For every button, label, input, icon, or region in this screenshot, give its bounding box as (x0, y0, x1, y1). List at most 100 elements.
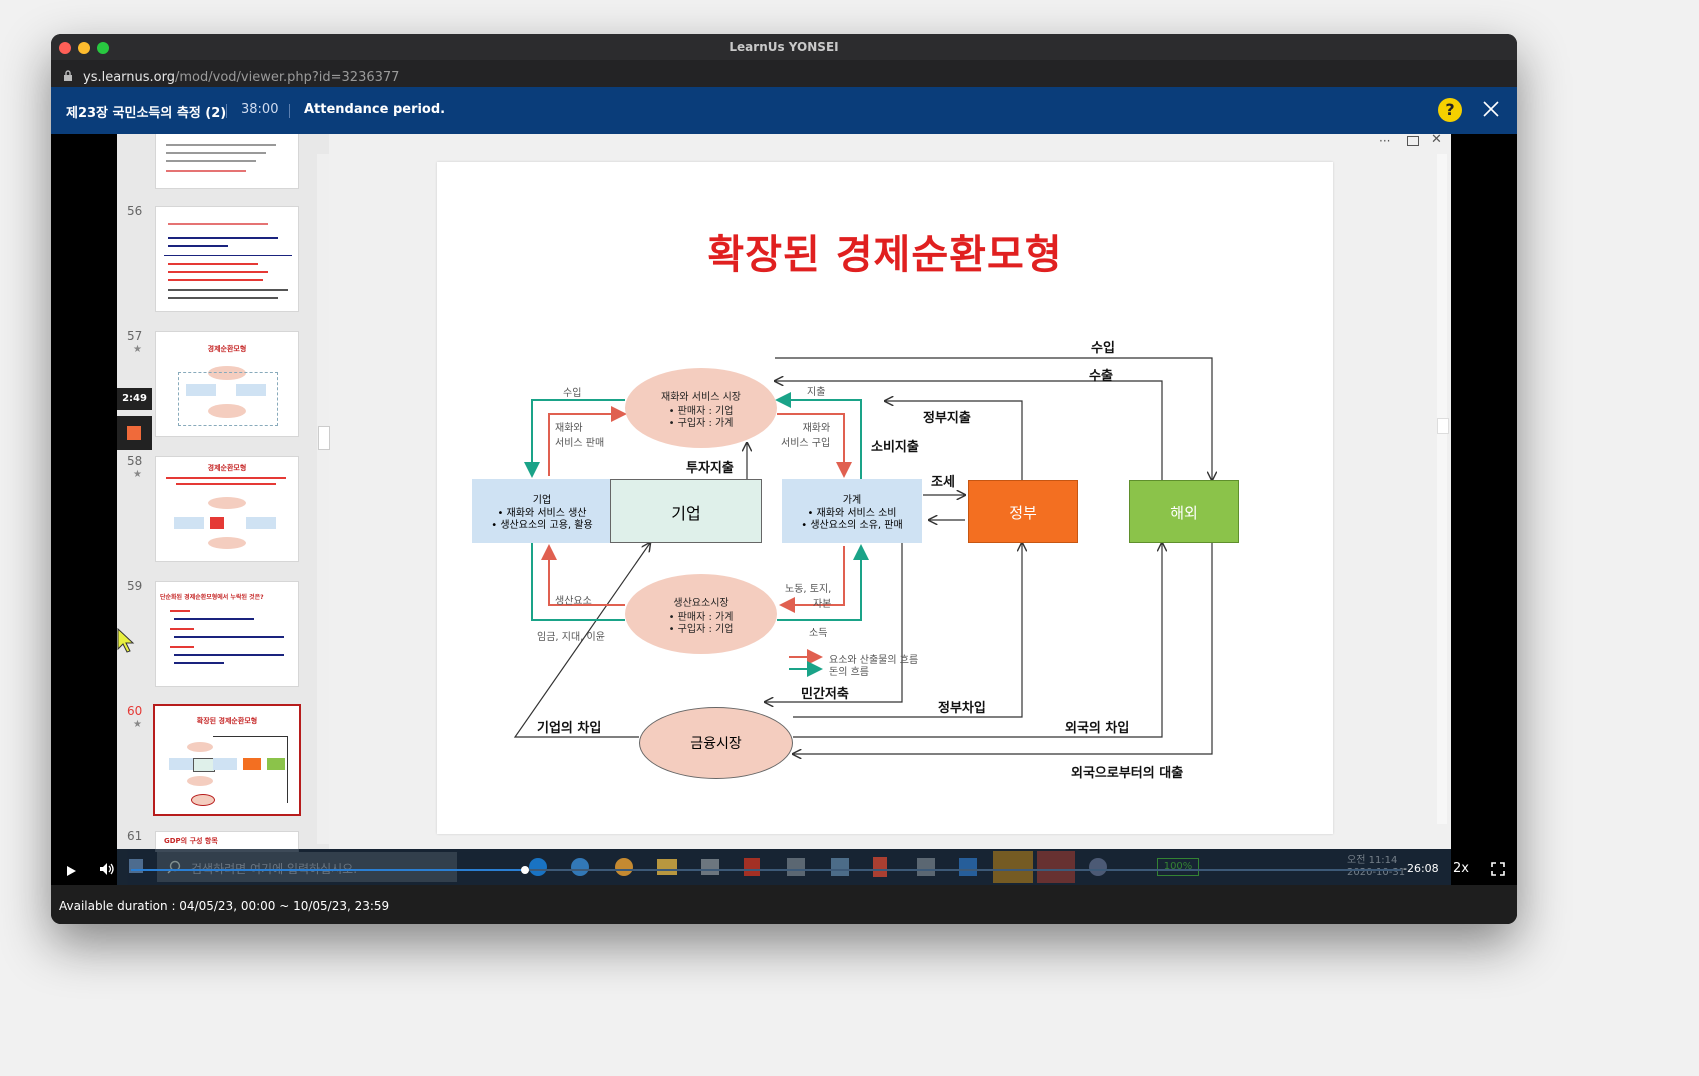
firms-box-line2: • 생산요소의 고용, 활용 (491, 520, 593, 531)
scrollbar-thumb[interactable] (318, 426, 330, 450)
thumbnail-scrollbar[interactable] (317, 154, 330, 844)
label-small-import: 수입 (563, 388, 582, 399)
url-bar[interactable]: ys.learnus.org/mod/vod/viewer.php?id=323… (51, 60, 1517, 88)
factor-market-seller: • 판매자 : 가계 (668, 612, 734, 623)
households-box: 가계 • 재화와 서비스 소비 • 생산요소의 소유, 판매 (782, 479, 922, 543)
factor-market-buyer: • 구입자 : 기업 (668, 624, 734, 635)
cursor-icon (117, 627, 137, 658)
star-icon: ★ (133, 719, 142, 730)
firms-box: 기업 • 재화와 서비스 생산 • 생산요소의 고용, 활용 (472, 479, 612, 543)
progress-track[interactable] (131, 869, 1401, 871)
label-gov-borrowing: 정부차입 (938, 701, 986, 716)
volume-icon[interactable] (99, 861, 115, 880)
label-goods-purchase: 재화와 서비스 구입 (781, 423, 831, 449)
lecture-title: 제23장 국민소득의 측정 (2) (66, 106, 227, 121)
label-firm-borrowing: 기업의 차입 (537, 721, 602, 736)
chrome-icon (615, 858, 633, 876)
slide-thumbnail-59[interactable]: 단순화된 경제순환모형에서 누락된 것은? (155, 581, 299, 687)
folder-icon (657, 859, 677, 875)
divider (226, 104, 227, 118)
slide-thumbnail-56[interactable] (155, 206, 299, 312)
availability-bar: Available duration : 04/05/23, 00:00 ~ 1… (51, 885, 1517, 924)
app-icon (1037, 851, 1075, 883)
thumbnail-number: 57 (127, 329, 143, 343)
help-button[interactable]: ? (1438, 98, 1462, 122)
more-icon[interactable]: ··· (1379, 134, 1391, 148)
close-icon[interactable]: ✕ (1431, 132, 1442, 147)
goods-market-seller: • 판매자 : 기업 (668, 406, 734, 417)
label-export: 수출 (1089, 369, 1113, 384)
label-goods-sales: 재화와 서비스 판매 (555, 423, 605, 449)
slide-scrollbar[interactable] (1437, 154, 1449, 824)
firms-box-title: 기업 (532, 495, 552, 506)
label-foreign-loans: 외국으로부터의 대출 (1071, 766, 1184, 781)
label-labor: 노동, 토지, 자본 (785, 584, 832, 610)
app-icon (787, 858, 805, 876)
lecture-header: 제23장 국민소득의 측정 (2) 38:00 Attendance perio… (51, 87, 1517, 134)
thumbnail-number: 61 (127, 829, 143, 843)
close-icon[interactable] (1481, 99, 1501, 123)
thumbnail-number: 56 (127, 204, 143, 218)
thumbnail-title: 경제순환모형 (207, 345, 247, 353)
app-icon (959, 858, 977, 876)
close-window-button[interactable] (59, 42, 71, 54)
app-icon (917, 858, 935, 876)
government-label: 정부 (1009, 504, 1037, 522)
app-icon (993, 851, 1033, 883)
slide-thumbnail-60-selected[interactable]: 확장된 경제순환모형 (153, 704, 301, 816)
video-frame[interactable]: 56 57 ★ 경제순환모형 58 (117, 132, 1451, 852)
label-factors: 생산요소 (555, 596, 592, 607)
taskbar-search-box: 검색하려면 여기에 입력하십시오. (157, 852, 457, 882)
app-window: LearnUs YONSEI ys.learnus.org/mod/vod/vi… (51, 34, 1517, 924)
label-wages: 임금, 지대, 이윤 (537, 632, 605, 643)
taskbar-time: 오전 11:14 (1347, 855, 1398, 866)
foreign-label: 해외 (1170, 504, 1198, 522)
slide-thumbnail-57[interactable]: 경제순환모형 (155, 331, 299, 437)
url-path: /mod/vod/viewer.php?id=3236377 (175, 70, 400, 85)
thumbnail-number: 58 (127, 454, 143, 468)
recording-timer: 2:49 (117, 388, 152, 410)
app-icon (831, 858, 849, 876)
slide-thumbnails-panel: 56 57 ★ 경제순환모형 58 (117, 134, 329, 852)
available-duration: Available duration : 04/05/23, 00:00 ~ 1… (59, 899, 390, 913)
legend-real-flow: 요소와 산출물의 흐름 (829, 655, 919, 666)
thumbnail-number: 60 (127, 704, 143, 718)
progress-fill (131, 869, 525, 871)
play-icon[interactable] (65, 862, 77, 881)
goods-market-ellipse: 재화와 서비스 시장 • 판매자 : 기업 • 구입자 : 가계 (625, 368, 777, 448)
remaining-time: -26:08 (1403, 862, 1439, 875)
twitter-icon (571, 858, 589, 876)
government-node: 정부 (968, 480, 1078, 543)
progress-handle[interactable] (520, 866, 529, 874)
restore-icon[interactable] (1407, 136, 1419, 146)
fullscreen-icon[interactable] (1491, 861, 1505, 880)
stop-icon (127, 426, 141, 440)
thumbnail-title: 확장된 경제순환모형 (196, 717, 258, 725)
star-icon: ★ (133, 469, 142, 480)
attendance-status: Attendance period. (304, 102, 446, 117)
stop-recording-button[interactable] (117, 416, 152, 450)
slide-thumbnail-61[interactable]: GDP의 구성 항목 (155, 831, 299, 852)
goods-market-buyer: • 구입자 : 가계 (668, 418, 734, 429)
url-text: ys.learnus.org/mod/vod/viewer.php?id=323… (83, 66, 399, 85)
label-foreign-borrowing: 외국의 차입 (1065, 721, 1130, 736)
thumbnail-title: 경제순환모형 (207, 464, 247, 472)
zoom-window-button[interactable] (97, 42, 109, 54)
playback-speed-button[interactable]: 2x (1453, 861, 1469, 876)
label-consumption: 소비지출 (871, 440, 919, 455)
factor-market-title: 생산요소시장 (673, 598, 729, 609)
financial-market-ellipse: 금융시장 (639, 707, 793, 779)
label-import: 수입 (1091, 341, 1115, 356)
lock-icon (63, 67, 73, 86)
slide-thumbnail[interactable] (155, 134, 299, 189)
label-gov-spending: 정부지출 (923, 411, 971, 426)
label-private-saving: 민간저축 (801, 687, 849, 702)
scrollbar-thumb[interactable] (1437, 418, 1449, 434)
minimize-window-button[interactable] (78, 42, 90, 54)
battery-indicator: 100% (1157, 858, 1199, 876)
app-icon (744, 858, 760, 876)
app-icon (873, 857, 887, 877)
store-icon (701, 859, 719, 875)
slide-thumbnail-58[interactable]: 경제순환모형 (155, 456, 299, 562)
financial-market-label: 금융시장 (690, 736, 742, 752)
